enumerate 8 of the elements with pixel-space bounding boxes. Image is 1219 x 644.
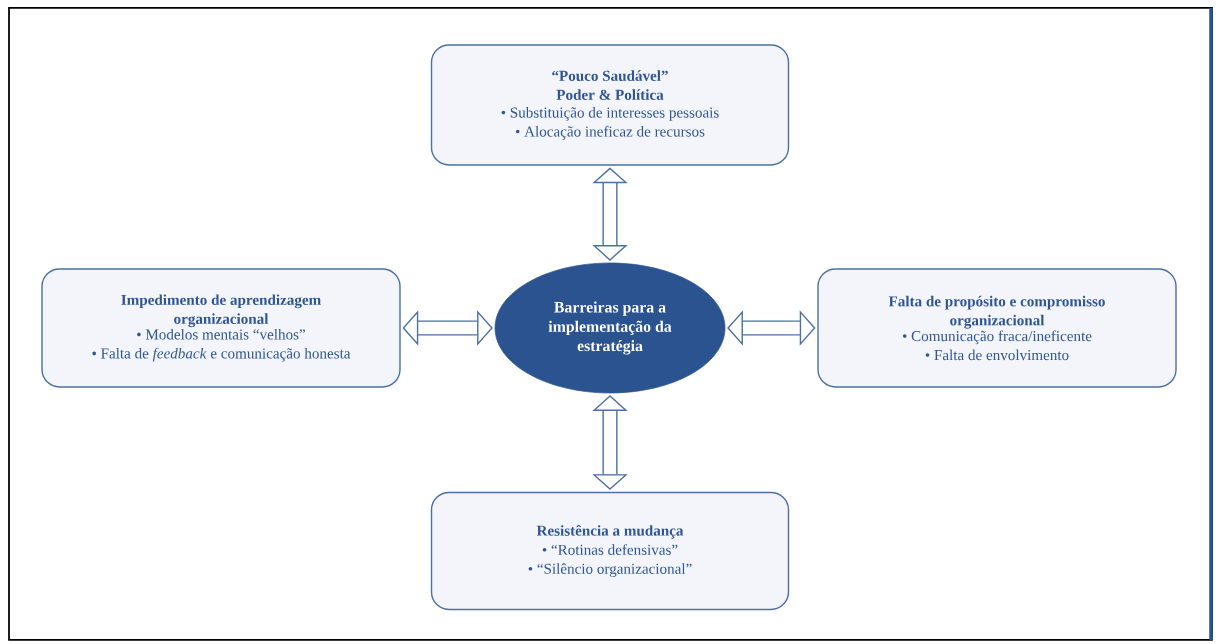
double-arrow xyxy=(727,310,816,346)
double-arrow xyxy=(402,310,493,346)
oval: Barreiras para a implementação da estratégia xyxy=(494,262,726,394)
process-box: “Pouco Saudável” Poder & Política • Substituição de interesses pessoais • Alocação ineficaz de recursos xyxy=(430,44,790,166)
process-box: Resistência a mudança • “Rotinas defensivas” • “Silêncio organizacional” xyxy=(430,491,790,611)
process-box: Falta de propósito e compromisso organizacional • Comunicação fraca/ineficente • Falta de envolvimento xyxy=(817,268,1177,388)
double-arrow xyxy=(592,167,628,261)
process-box: Impedimento de aprendizagem organizacional • Modelos mentais “velhos” • Falta de feedback e comunicação honesta xyxy=(41,268,401,388)
